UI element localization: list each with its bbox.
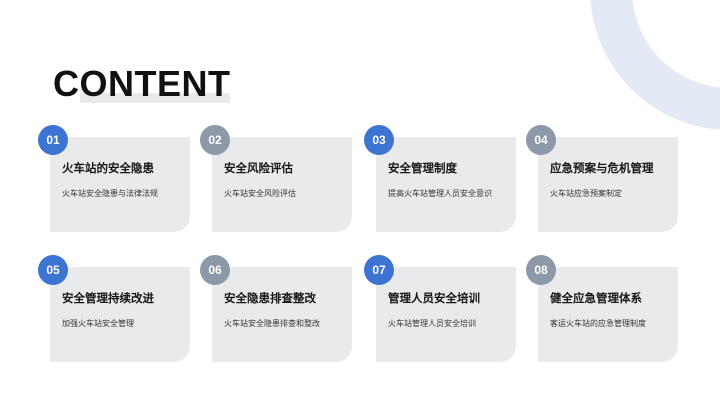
card-description: 火车站安全隐患排查和整改 (224, 319, 320, 328)
content-card-03: 03 安全管理制度 提高火车站管理人员安全意识 (364, 125, 516, 232)
number-badge: 04 (526, 125, 556, 155)
content-card-01: 01 火车站的安全隐患 火车站安全隐患与法律法规 (38, 125, 190, 232)
content-card-05: 05 安全管理持续改进 加强火车站安全管理 (38, 255, 190, 362)
number-badge: 08 (526, 255, 556, 285)
card-description: 火车站安全隐患与法律法规 (62, 189, 158, 198)
card-title: 管理人员安全培训 (388, 291, 480, 305)
card-title: 安全管理持续改进 (62, 291, 154, 305)
page-title: CONTENT (53, 63, 231, 104)
number-badge: 01 (38, 125, 68, 155)
card-description: 提高火车站管理人员安全意识 (388, 189, 492, 198)
card-title: 安全隐患排查整改 (224, 291, 316, 305)
card-description: 火车站应急预案制定 (550, 189, 622, 198)
card-description: 火车站管理人员安全培训 (388, 319, 476, 328)
number-badge: 07 (364, 255, 394, 285)
title-underline-bar (80, 93, 230, 103)
number-badge: 03 (364, 125, 394, 155)
content-card-08: 08 健全应急管理体系 客运火车站的应急管理制度 (526, 255, 678, 362)
card-title: 火车站的安全隐患 (62, 161, 154, 175)
card-title: 健全应急管理体系 (550, 291, 642, 305)
number-badge: 05 (38, 255, 68, 285)
card-description: 火车站安全风险评估 (224, 189, 296, 198)
content-card-06: 06 安全隐患排查整改 火车站安全隐患排查和整改 (200, 255, 352, 362)
content-card-04: 04 应急预案与危机管理 火车站应急预案制定 (526, 125, 678, 232)
card-title: 应急预案与危机管理 (550, 161, 654, 175)
number-badge: 02 (200, 125, 230, 155)
number-badge: 06 (200, 255, 230, 285)
card-description: 加强火车站安全管理 (62, 319, 134, 328)
card-title: 安全风险评估 (224, 161, 293, 175)
card-description: 客运火车站的应急管理制度 (550, 319, 646, 328)
content-card-07: 07 管理人员安全培训 火车站管理人员安全培训 (364, 255, 516, 362)
card-title: 安全管理制度 (388, 161, 457, 175)
decorative-ring (590, 0, 720, 130)
content-card-02: 02 安全风险评估 火车站安全风险评估 (200, 125, 352, 232)
